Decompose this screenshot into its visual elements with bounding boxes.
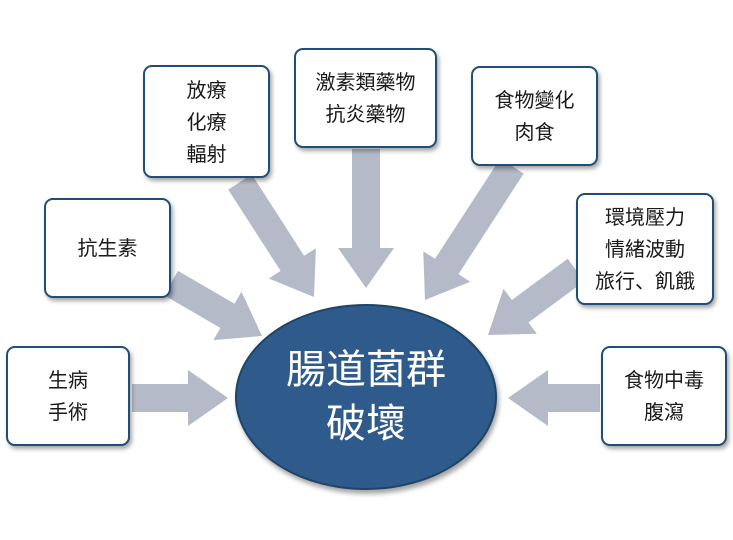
cause-line: 旅行、飢餓	[595, 269, 695, 293]
cause-line: 激素類藥物	[315, 70, 416, 94]
arrow-illness	[132, 370, 228, 426]
cause-line: 食物中毒	[624, 368, 704, 392]
central-node-line: 腸道菌群	[286, 347, 446, 393]
cause-box-therapy: 放療 化療 輻射	[143, 65, 270, 178]
cause-line: 腹瀉	[644, 400, 684, 424]
arrow-therapy	[228, 174, 316, 297]
cause-box-poisoning: 食物中毒 腹瀉	[601, 346, 727, 446]
arrow-poisoning	[508, 370, 600, 426]
cause-line: 食物變化	[494, 88, 575, 112]
cause-line: 抗生素	[77, 236, 138, 260]
cause-box-antibiotics: 抗生素	[44, 198, 171, 298]
cause-box-drugs: 激素類藥物 抗炎藥物	[294, 48, 437, 148]
cause-line: 肉食	[514, 120, 555, 144]
arrow-diet	[423, 158, 524, 300]
arrow-antibiotics	[164, 270, 262, 341]
central-node: 腸道菌群 破壞	[235, 304, 497, 490]
arrow-stress	[488, 258, 585, 335]
central-node-line: 破壞	[326, 401, 406, 447]
cause-line: 放療	[186, 77, 227, 102]
cause-line: 手術	[48, 400, 88, 424]
cause-box-stress: 環境壓力 情緒波動 旅行、飢餓	[576, 193, 714, 305]
cause-line: 抗炎藥物	[325, 102, 406, 126]
cause-line: 輻射	[186, 141, 227, 166]
cause-line: 環境壓力	[605, 205, 685, 229]
cause-line: 化療	[186, 109, 227, 134]
cause-line: 情緒波動	[605, 237, 685, 261]
cause-line: 生病	[48, 368, 88, 392]
arrow-drugs	[338, 149, 394, 288]
cause-box-illness: 生病 手術	[6, 346, 130, 446]
cause-box-diet: 食物變化 肉食	[471, 66, 598, 166]
